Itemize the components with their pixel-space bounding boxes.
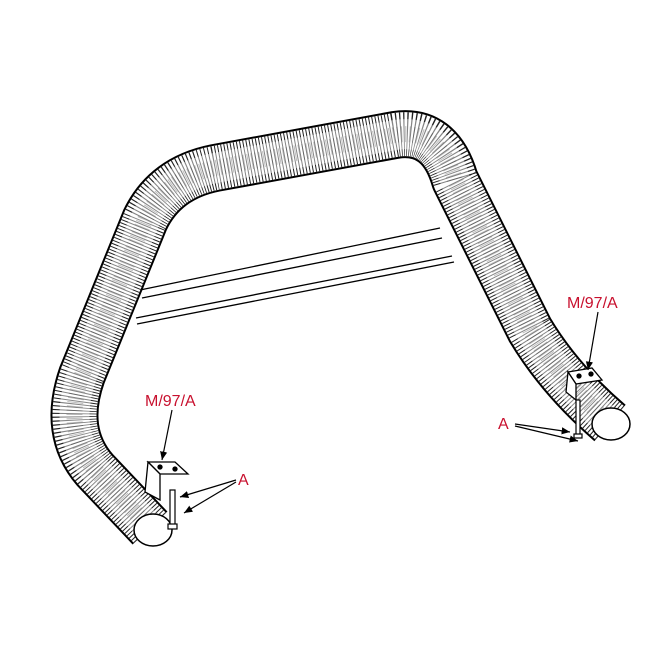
label-bracket-left: M/97/A [145,393,196,410]
label-bolt-left: A [238,472,249,489]
bracket-right [565,367,604,402]
end-cap-left [133,513,173,547]
bracket-left [144,460,190,502]
cross-bar [135,227,455,325]
label-bracket-right: M/97/A [567,295,618,312]
leader-arrows [160,311,599,514]
end-cap-right [591,407,631,441]
bolt-left [167,489,178,530]
label-bolt-right: A [498,416,509,433]
tube-frame [50,110,626,545]
